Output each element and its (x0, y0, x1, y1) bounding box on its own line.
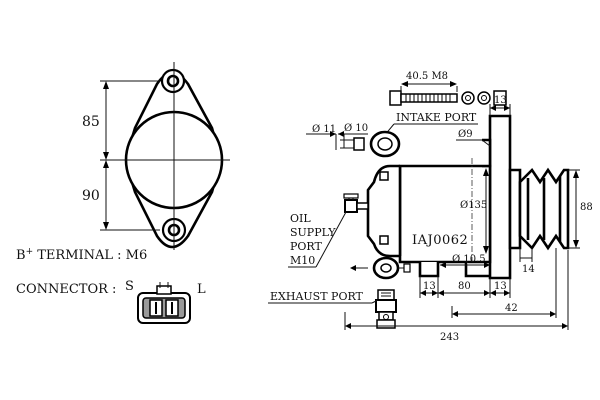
oil-supply-line-3: PORT (290, 240, 323, 253)
intake-port-label: INTAKE PORT (396, 111, 477, 124)
dim-13-left-label: 13 (423, 281, 436, 292)
dim-42-arrow-r (550, 311, 556, 317)
dia-9-leader-b (481, 139, 491, 147)
dim-135-arrow-bottom (483, 246, 489, 254)
upper-mount-hole (160, 68, 186, 94)
dim-88-label: 88 (580, 202, 593, 213)
dia-10-5-label: Ø 10.5 (452, 254, 486, 265)
dim-135-arrow-top (483, 168, 489, 176)
oil-supply-line-1: OIL (290, 212, 311, 225)
connector-pin-l: L (197, 282, 206, 297)
dim-80-arrow-l (438, 290, 444, 296)
b-terminal-label: B+ TERMINAL : M6 (16, 247, 147, 263)
dim-80-label: 80 (458, 281, 471, 292)
mount-bolt-icon (389, 90, 507, 106)
dim-243-arrow-l (345, 323, 351, 329)
dia-11-arrow (330, 131, 336, 137)
dia-9-label: Ø9 (458, 129, 473, 140)
oil-supply-line-2: SUPPLY (290, 226, 336, 239)
exhaust-bolt-icon (375, 289, 397, 329)
dim-13r-arrow-r (504, 290, 510, 296)
dim-arrow-85-bottom (103, 152, 109, 160)
oil-supply-leader (315, 211, 347, 268)
model-number: IAJ0062 (412, 233, 468, 248)
dim-243-label: 243 (440, 332, 459, 343)
exhaust-fitting-icon (350, 256, 411, 280)
dim-13-right-label: 13 (494, 281, 507, 292)
dim-13l-arrow-l (420, 290, 426, 296)
dim-arrow-bolt-left (401, 81, 408, 87)
mount-face-view: 85 90 (82, 62, 230, 250)
exhaust-port-label: EXHAUST PORT (270, 290, 364, 303)
dim-arrow-85-top (103, 81, 109, 89)
dim-80-arrow-r (484, 290, 490, 296)
dim-13l-arrow-r (432, 290, 438, 296)
dim-88-arrow-bottom (573, 240, 579, 248)
dim-13-top-arrow-l (490, 105, 496, 111)
dia-10-label: Ø 10 (344, 123, 368, 134)
dim-42-label: 42 (505, 303, 518, 314)
dim-13-top-label: 13 (494, 95, 507, 106)
dim-90-label: 90 (82, 188, 100, 204)
upper-mount-hole-inner (166, 74, 180, 88)
dim-arrow-90-top (103, 160, 109, 168)
dia-135-label: Ø135 (460, 200, 487, 211)
dim-243-arrow-r (562, 323, 568, 329)
dia-11-label: Ø 11 (312, 124, 336, 135)
dia-10-5-arrow-r (484, 262, 490, 268)
connector-label: CONNECTOR : (16, 282, 116, 297)
exhaust-leader (371, 299, 379, 304)
dia-10-arrow (338, 131, 344, 137)
bolt-dim-label: 40.5 M8 (406, 71, 448, 82)
oil-supply-line-4: M10 (290, 254, 315, 267)
connector-pin-s: S (125, 279, 134, 294)
pump-housing (343, 114, 512, 280)
dim-42-arrow-l (452, 311, 458, 317)
terminal-info: B+ TERMINAL : M6 CONNECTOR : S L (16, 247, 206, 297)
side-view: 40.5 M8 INTAKE PORT Ø 11 Ø 10 (268, 71, 593, 343)
dim-13-top-arrow-r (504, 105, 510, 111)
dim-88-arrow-top (573, 170, 579, 178)
pulley (508, 167, 570, 251)
dia-10-5-arrow-l (440, 262, 446, 268)
dim-14-label: 14 (522, 264, 535, 275)
dim-arrow-bolt-right (450, 81, 457, 87)
dim-arrow-90-bottom (103, 222, 109, 230)
dim-85-label: 85 (82, 114, 100, 130)
connector-plug-icon (137, 282, 191, 324)
intake-fitting-icon (340, 130, 401, 158)
dim-13r-arrow-l (490, 290, 496, 296)
